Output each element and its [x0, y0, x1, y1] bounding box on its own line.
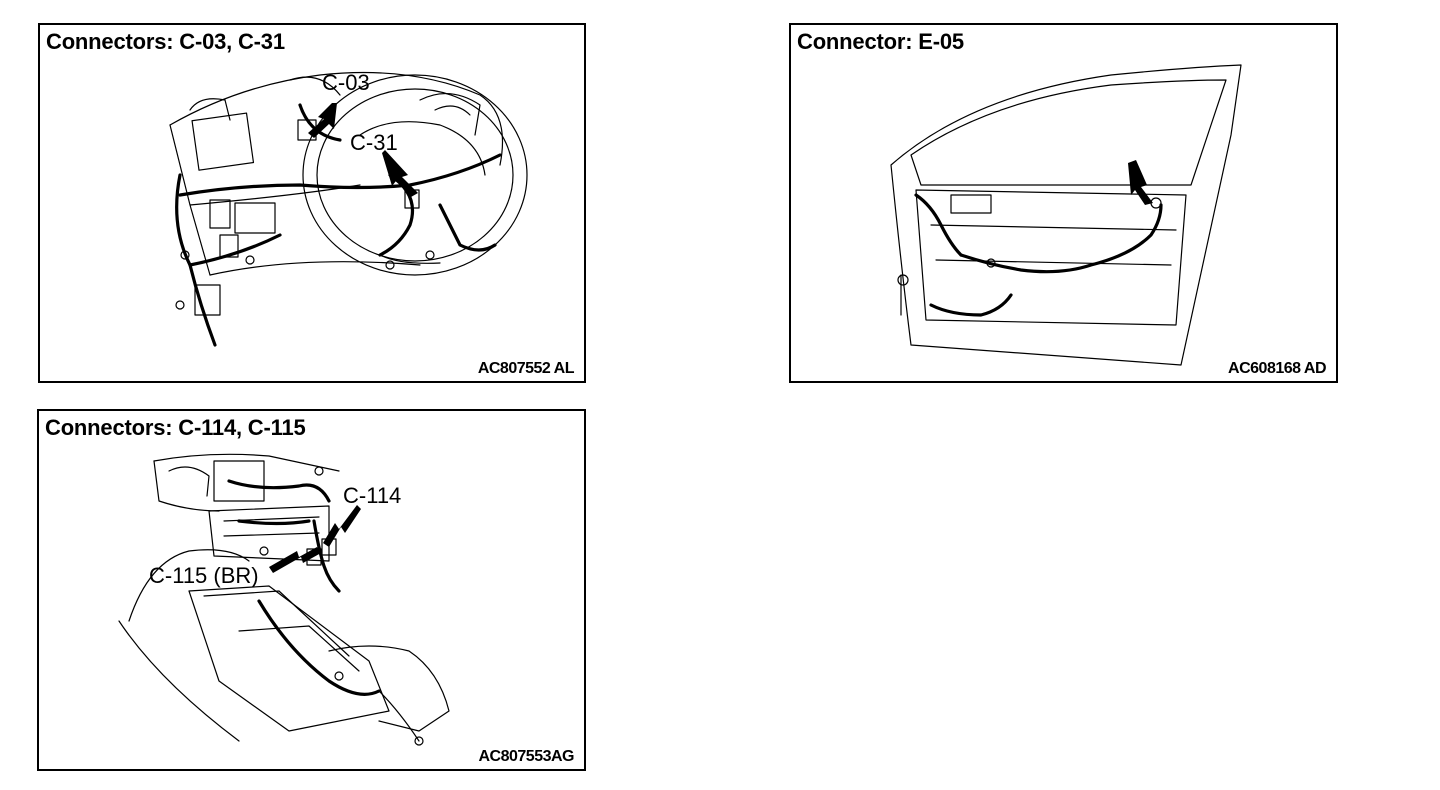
figure-code: AC807552 AL [477, 360, 575, 377]
panel-title: Connector: E-05 [797, 29, 964, 54]
figure-code: AC608168 AD [1228, 360, 1326, 377]
panel-title: Connectors: C-03, C-31 [46, 29, 285, 54]
figure-code: AC807553AG [478, 748, 575, 765]
panel-e05: Connector: E-05 AC608168 AD [789, 23, 1338, 383]
arrow-c114 [323, 505, 361, 547]
arrow-e05 [1128, 160, 1153, 205]
door-trim-illustration [890, 64, 1242, 366]
callout-c115: C-115 (BR) [149, 563, 259, 588]
arrow-c03 [308, 103, 337, 138]
dashboard-steering-illustration [169, 71, 528, 347]
panel-c114-c115: Connectors: C-114, C-115 C-114 C-115 (BR… [37, 409, 586, 771]
panel-title: Connectors: C-114, C-115 [45, 415, 306, 440]
callout-c31: C-31 [350, 130, 398, 155]
arrow-c115 [269, 547, 321, 573]
callout-c03: C-03 [322, 70, 370, 95]
panel-c03-c31: Connectors: C-03, C-31 C-03 C-31 AC80755… [38, 23, 586, 383]
arrow-c31 [382, 150, 418, 197]
callout-c114: C-114 [343, 483, 402, 508]
center-console-illustration [118, 453, 450, 746]
